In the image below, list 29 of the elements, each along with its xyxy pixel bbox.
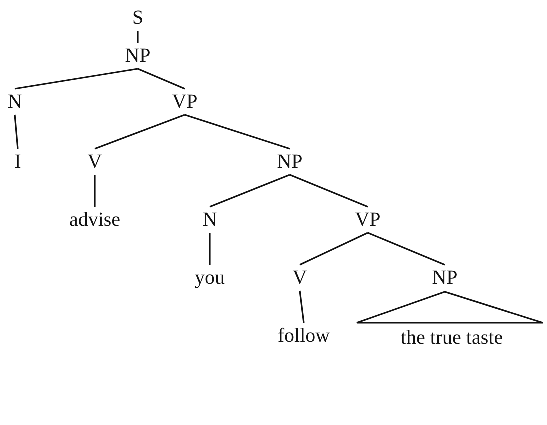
- tree-label: NP: [125, 44, 151, 68]
- tree-branch: [300, 232, 368, 266]
- tree-label: NP: [277, 150, 303, 174]
- tree-branch: [290, 174, 368, 208]
- tree-label: the true taste: [400, 326, 504, 350]
- triangle-branch: [356, 291, 544, 324]
- tree-branch: [209, 233, 211, 265]
- tree-branch: [14, 114, 19, 150]
- tree-label: N: [8, 90, 22, 114]
- tree-label: I: [14, 150, 22, 174]
- tree-branch: [94, 114, 186, 150]
- tree-label: VP: [355, 208, 381, 232]
- tree-branch: [210, 174, 290, 208]
- tree-label: follow: [278, 324, 330, 348]
- tree-branch: [137, 31, 139, 43]
- tree-label: you: [195, 266, 225, 290]
- tree-label: S: [132, 6, 144, 30]
- tree-branch: [14, 68, 138, 90]
- tree-label: NP: [432, 266, 458, 290]
- tree-label: N: [202, 208, 218, 232]
- tree-branch: [368, 232, 446, 266]
- tree-label: V: [292, 266, 308, 290]
- tree-branch: [299, 290, 305, 324]
- tree-label: VP: [172, 90, 198, 114]
- tree-branch: [184, 114, 290, 150]
- tree-branch: [138, 68, 186, 90]
- tree-label: advise: [69, 208, 121, 232]
- tree-branch: [94, 175, 96, 207]
- tree-label: V: [88, 150, 102, 174]
